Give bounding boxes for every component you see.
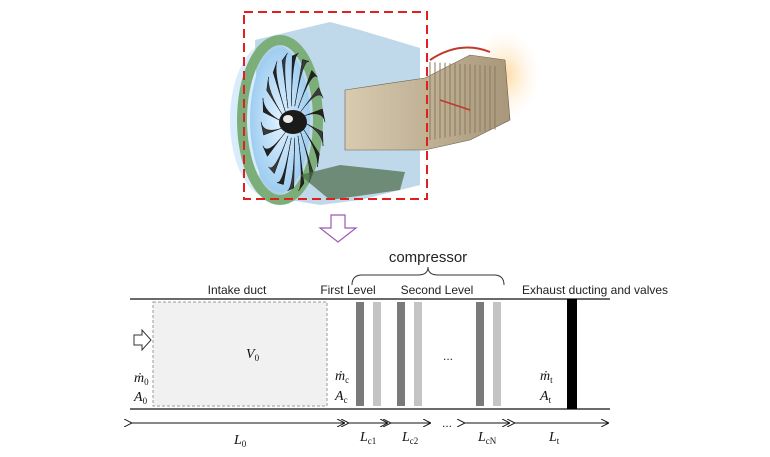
second-level-label: Second Level	[401, 283, 474, 297]
core-rings	[429, 62, 496, 140]
symbol-LcN: LcN	[477, 430, 497, 446]
symbol-A0: A0	[133, 390, 148, 406]
symbol-Lc1: Lc1	[359, 430, 376, 446]
fan-blade	[266, 76, 284, 117]
symbol-mt: ṁt	[540, 369, 553, 385]
fan-blade	[291, 52, 299, 107]
engine-illustration	[230, 22, 540, 205]
fan-blade	[272, 61, 286, 112]
compressor-label: compressor	[389, 249, 467, 266]
symbol-mc: ṁc	[335, 369, 349, 385]
symbol-m0: ṁ0	[134, 371, 149, 387]
fan-blade	[302, 127, 320, 168]
fan-blade	[300, 87, 324, 112]
symbol-At: At	[539, 389, 552, 405]
schematic: compressor Intake duct First Level Secon…	[130, 249, 668, 449]
dim-ellipsis: ...	[442, 416, 452, 430]
intake-duct-label: Intake duct	[208, 283, 267, 297]
fan-blade	[260, 121, 284, 136]
stage-2-rotor	[397, 302, 405, 406]
fan-blade	[262, 132, 286, 157]
engine-crop-box	[243, 11, 428, 200]
symbol-V0: V0	[246, 347, 260, 363]
stage-ellipsis: ...	[443, 349, 453, 363]
stage-2-stator	[414, 302, 422, 406]
down-arrow-icon	[318, 214, 358, 243]
stage-1-rotor	[356, 302, 364, 406]
fan-blade	[300, 132, 314, 183]
inlet-arrow-icon	[133, 328, 152, 352]
fan-blades	[260, 52, 326, 192]
throttle-valve	[567, 299, 577, 409]
symbol-Lc2: Lc2	[401, 430, 418, 446]
compressor-brace	[351, 266, 505, 286]
symbol-L0: L0	[233, 433, 247, 449]
fan-blade	[287, 137, 295, 192]
first-level-label: First Level	[320, 283, 375, 297]
plenum-volume	[152, 301, 328, 407]
exhaust-label: Exhaust ducting and valves	[522, 283, 668, 297]
fan-blade	[262, 97, 284, 123]
fan-blade	[302, 108, 326, 123]
symbol-Lt: Lt	[548, 430, 560, 446]
stage-n-stator	[493, 302, 501, 406]
symbol-Ac: Ac	[334, 389, 348, 405]
stage-n-rotor	[476, 302, 484, 406]
stage-1-stator	[373, 302, 381, 406]
